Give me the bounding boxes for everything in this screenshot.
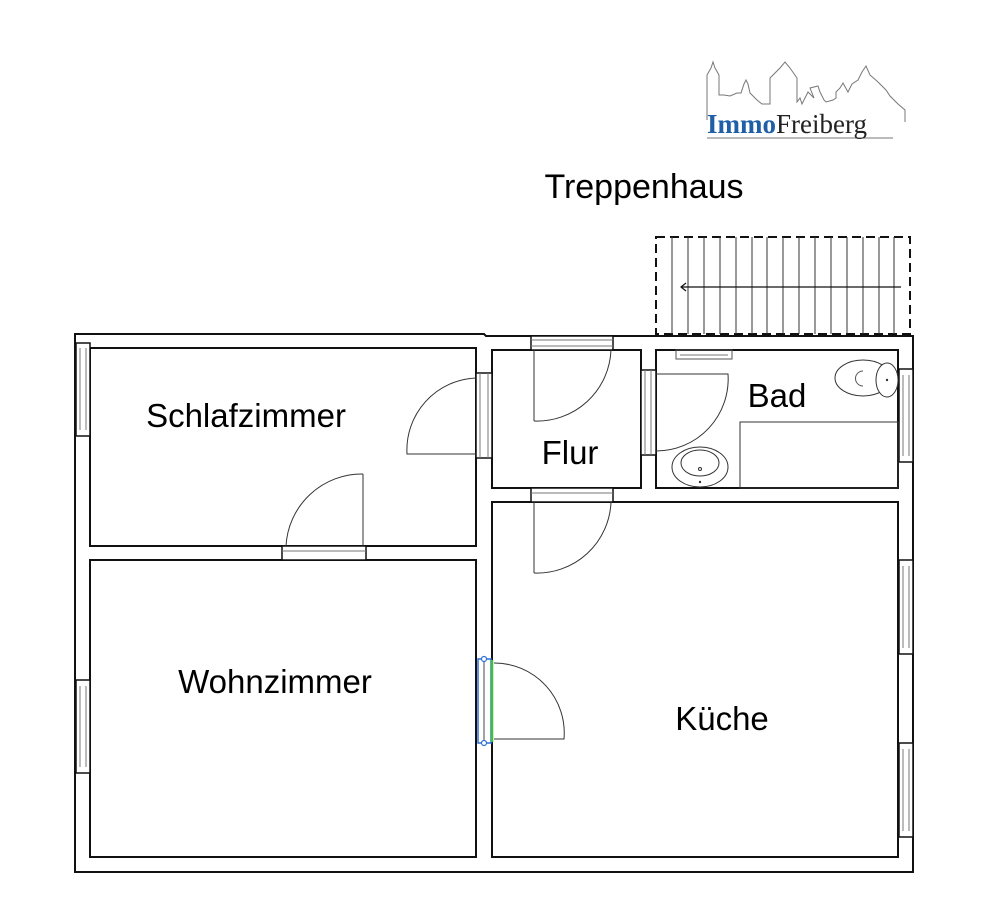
room-label-kueche: Küche xyxy=(675,700,769,737)
washbasin-icon xyxy=(671,446,729,488)
selection-handle-bottom[interactable] xyxy=(480,739,488,747)
toilet-icon xyxy=(834,359,899,398)
outer-walls xyxy=(74,333,914,873)
room-wohnzimmer[interactable] xyxy=(89,559,477,858)
skyline-icon xyxy=(706,60,906,122)
staircase xyxy=(655,236,911,335)
room-label-flur: Flur xyxy=(542,434,599,471)
staircase-label: Treppenhaus xyxy=(544,168,743,206)
door-schlafzimmer-flur[interactable] xyxy=(406,372,493,459)
window-kueche-right-top[interactable] xyxy=(898,559,914,655)
room-schlafzimmer[interactable] xyxy=(89,347,477,547)
selection-handle-top[interactable] xyxy=(480,655,488,663)
room-label-wohnzimmer: Wohnzimmer xyxy=(178,663,372,700)
door-flur-bad[interactable] xyxy=(640,369,729,456)
window-kueche-right-bottom[interactable] xyxy=(898,742,914,838)
logo-brand-regular: Freiberg xyxy=(776,109,867,139)
arrow-left-icon xyxy=(680,282,687,292)
window-wohnzimmer-left[interactable] xyxy=(75,679,91,774)
logo-brand-bold: Immo xyxy=(707,109,776,139)
door-wohnzimmer-kueche[interactable] xyxy=(477,655,565,747)
bathtub-icon xyxy=(739,421,899,489)
bad-top-rail xyxy=(675,349,733,360)
room-label-schlafzimmer: Schlafzimmer xyxy=(146,397,346,434)
room-kueche[interactable] xyxy=(491,501,899,858)
door-schlafzimmer-wohnzimmer[interactable] xyxy=(281,473,367,561)
window-schlafzimmer-left[interactable] xyxy=(75,342,91,437)
door-entrance-flur[interactable] xyxy=(530,335,614,422)
svg-text:ImmoFreiberg: ImmoFreiberg xyxy=(707,109,867,139)
window-bad-right[interactable] xyxy=(898,368,914,463)
room-label-bad: Bad xyxy=(748,377,807,414)
door-flur-kueche[interactable] xyxy=(530,487,614,574)
immofreiberg-logo: ImmoFreiberg xyxy=(706,60,906,139)
